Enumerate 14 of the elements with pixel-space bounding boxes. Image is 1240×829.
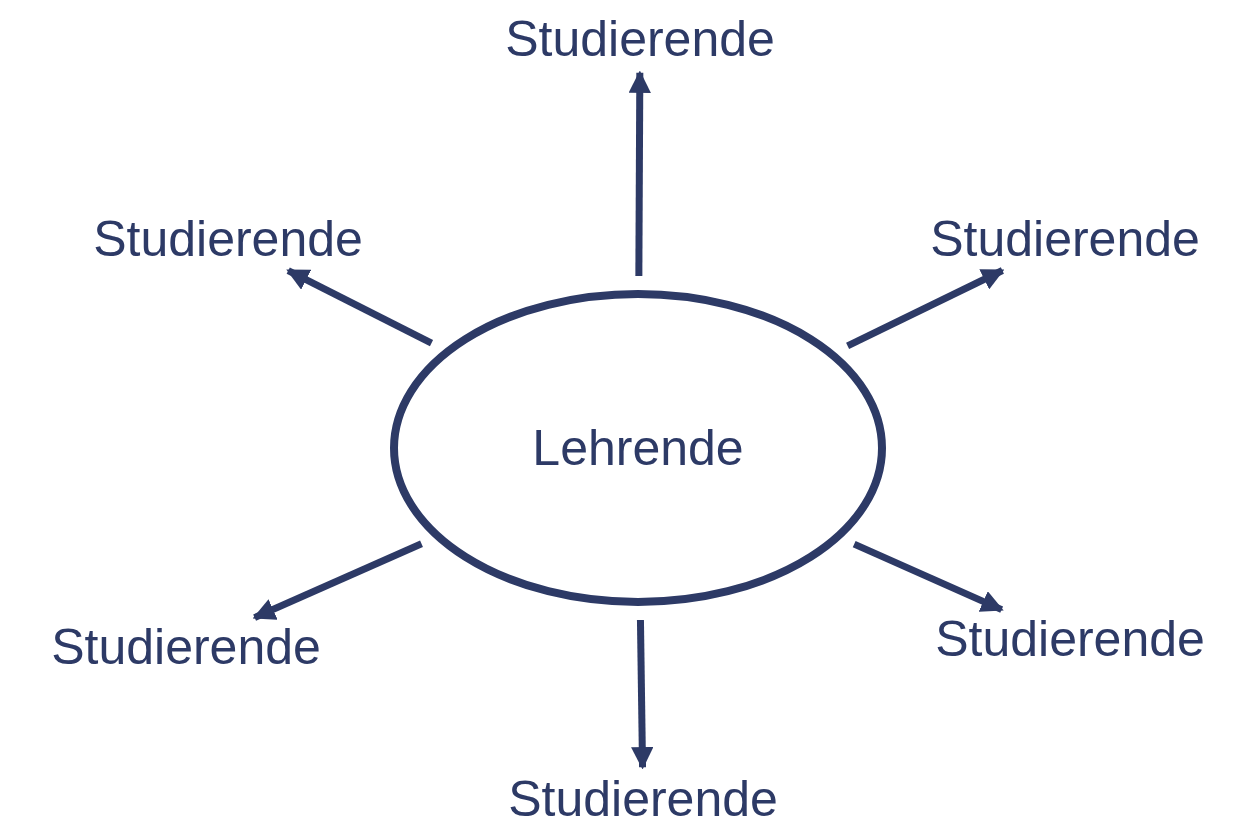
node-label: Studierende bbox=[930, 211, 1200, 269]
arrow bbox=[846, 267, 1005, 350]
node-label: Studierende bbox=[51, 619, 321, 677]
node-label: Studierende bbox=[508, 771, 778, 829]
node-label: Studierende bbox=[935, 611, 1205, 669]
node-label: Studierende bbox=[93, 211, 363, 269]
arrow bbox=[252, 540, 423, 621]
arrow bbox=[631, 619, 654, 770]
arrow bbox=[628, 70, 651, 277]
ellipse-node bbox=[390, 290, 886, 606]
node-label: Lehrende bbox=[532, 419, 744, 477]
arrow bbox=[286, 267, 434, 347]
node-label: Studierende bbox=[505, 11, 775, 69]
arrow bbox=[852, 540, 1004, 613]
